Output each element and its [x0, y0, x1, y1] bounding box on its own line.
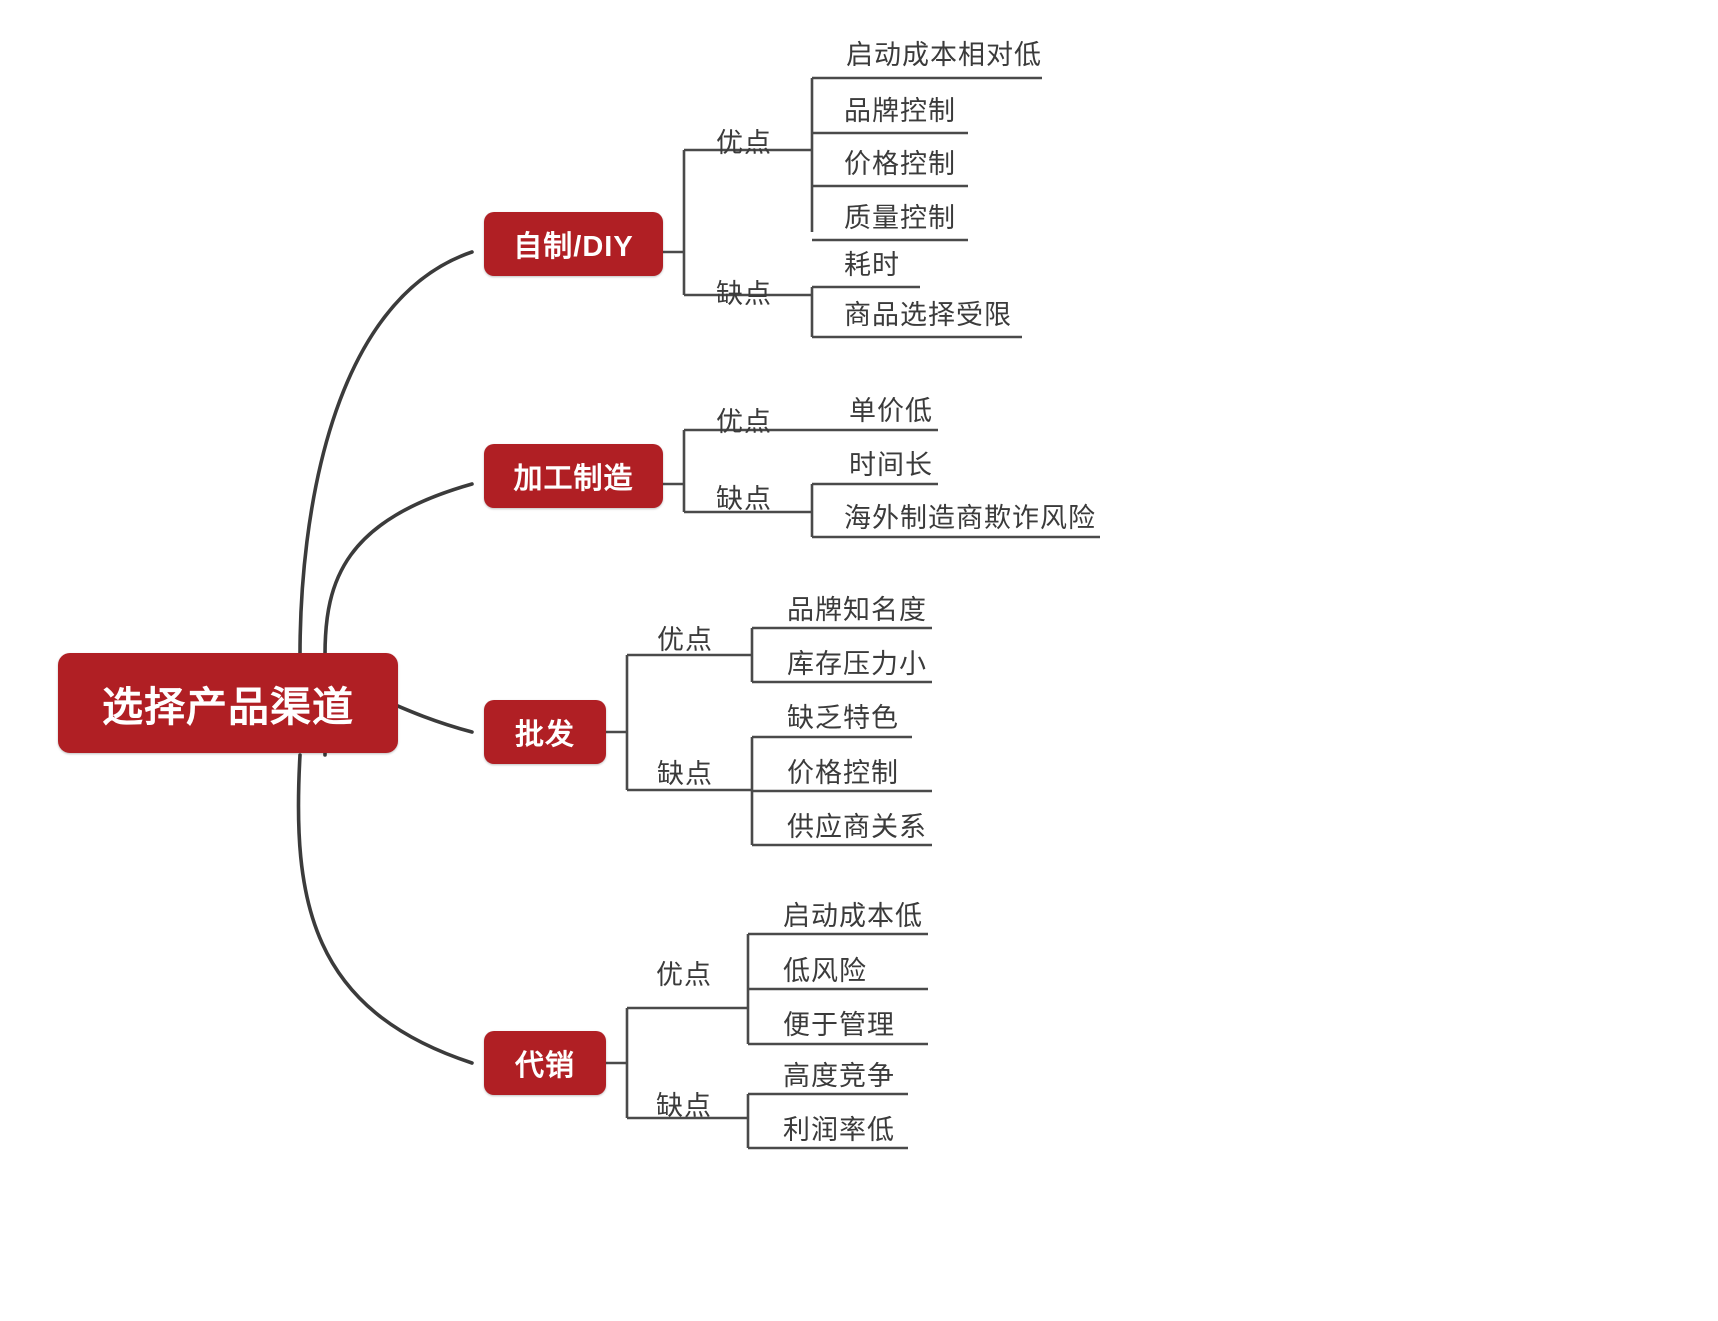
leaf-item[interactable]: 缺乏特色 [787, 703, 899, 733]
branch-node-diy[interactable]: 自制/DIY [484, 212, 663, 276]
leaf-item[interactable]: 海外制造商欺诈风险 [844, 503, 1096, 533]
category-label-pros: 优点 [657, 625, 713, 655]
branch-node-wholesale[interactable]: 批发 [484, 700, 606, 764]
category-label-pros: 优点 [656, 960, 712, 990]
branch-node-label: 加工制造 [513, 463, 634, 495]
category-label-cons: 缺点 [657, 759, 713, 789]
category-label-cons: 缺点 [656, 1091, 712, 1121]
leaf-item[interactable]: 价格控制 [844, 149, 956, 179]
category-label-pros: 优点 [716, 407, 772, 437]
leaf-item[interactable]: 商品选择受限 [844, 300, 1012, 330]
leaf-item[interactable]: 启动成本相对低 [846, 40, 1042, 70]
branch-node-label: 代销 [514, 1050, 575, 1082]
leaf-item[interactable]: 价格控制 [787, 758, 899, 788]
leaf-item[interactable]: 时间长 [849, 450, 933, 480]
leaf-item[interactable]: 品牌知名度 [787, 595, 927, 625]
leaf-item[interactable]: 品牌控制 [844, 96, 956, 126]
leaf-item[interactable]: 高度竞争 [783, 1061, 895, 1091]
category-label-cons: 缺点 [716, 484, 772, 514]
leaf-item[interactable]: 单价低 [849, 396, 933, 426]
category-label-pros: 优点 [716, 128, 772, 158]
category-label-cons: 缺点 [716, 279, 772, 309]
root-node[interactable]: 选择产品渠道 [58, 653, 398, 753]
branch-node-dropship[interactable]: 代销 [484, 1031, 606, 1095]
leaf-item[interactable]: 库存压力小 [787, 649, 927, 679]
leaf-item[interactable]: 质量控制 [844, 203, 956, 233]
leaf-item[interactable]: 供应商关系 [787, 812, 927, 842]
leaf-item[interactable]: 启动成本低 [783, 901, 923, 931]
branch-node-label: 自制/DIY [513, 231, 634, 263]
leaf-item[interactable]: 低风险 [783, 956, 867, 986]
branch-node-manufacturing[interactable]: 加工制造 [484, 444, 663, 508]
branch-node-label: 批发 [514, 719, 575, 751]
leaf-item[interactable]: 耗时 [844, 250, 900, 280]
leaf-item[interactable]: 利润率低 [783, 1115, 895, 1145]
leaf-item[interactable]: 便于管理 [783, 1010, 895, 1040]
root-node-label: 选择产品渠道 [102, 684, 354, 730]
